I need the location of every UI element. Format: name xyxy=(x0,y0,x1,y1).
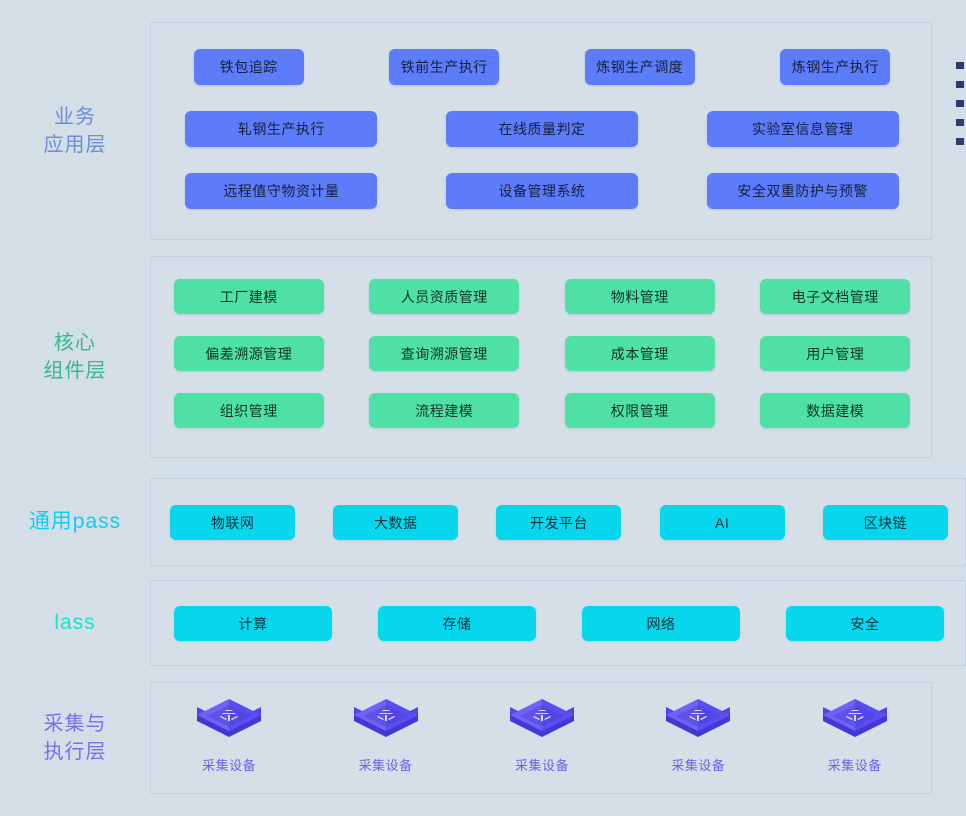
core-button-org-management[interactable]: 组织管理 xyxy=(173,393,324,428)
layer-acquisition-execution: 采集与 执行层 xyxy=(0,682,966,794)
device-label: 采集设备 xyxy=(827,758,882,773)
acquisition-device-row: 采集设备 xyxy=(151,695,933,774)
layer-business-application: 业务 应用层 铁包追踪 铁前生产执行 炼钢生产调度 炼钢生产执行 轧钢生产执行 … xyxy=(0,22,966,240)
core-button-data-modeling[interactable]: 数据建模 xyxy=(760,393,911,428)
core-button-process-modeling[interactable]: 流程建模 xyxy=(369,393,520,428)
core-button-cost-management[interactable]: 成本管理 xyxy=(564,336,715,371)
edge-marker-dot xyxy=(956,81,964,88)
edge-marker-dot xyxy=(956,100,964,107)
collection-device-icon xyxy=(353,699,418,737)
collection-device-icon xyxy=(822,699,887,737)
device-label: 采集设备 xyxy=(671,758,726,773)
device-label: 采集设备 xyxy=(358,758,413,773)
core-button-deviation-tracing[interactable]: 偏差溯源管理 xyxy=(173,336,324,371)
core-button-edoc-management[interactable]: 电子文档管理 xyxy=(760,279,911,314)
core-button-user-management[interactable]: 用户管理 xyxy=(760,336,911,371)
app-button-tiebao-tracking[interactable]: 铁包追踪 xyxy=(193,49,304,85)
edge-marker-dot xyxy=(956,138,964,145)
iaas-button-storage[interactable]: 存储 xyxy=(378,606,536,641)
layer-label-iaas: lass xyxy=(54,611,96,634)
paas-button-blockchain[interactable]: 区块链 xyxy=(822,505,948,540)
device-item[interactable]: 采集设备 xyxy=(487,695,597,774)
paas-button-iot[interactable]: 物联网 xyxy=(170,505,296,540)
app-button-equipment-management[interactable]: 设备管理系统 xyxy=(445,173,638,209)
layer-label-business: 业务 应用层 xyxy=(43,106,107,156)
app-button-safety-dual-prevention[interactable]: 安全双重防护与预警 xyxy=(706,173,899,209)
business-row-3: 远程值守物资计量 设备管理系统 安全双重防护与预警 xyxy=(151,173,933,209)
paas-button-ai[interactable]: AI xyxy=(659,505,785,540)
business-row-2: 轧钢生产执行 在线质量判定 实验室信息管理 xyxy=(151,111,933,147)
collection-device-icon xyxy=(509,699,574,737)
core-button-material-management[interactable]: 物料管理 xyxy=(564,279,715,314)
layer-label-core: 核心 组件层 xyxy=(43,332,107,382)
panel-general-paas: 物联网 大数据 开发平台 AI 区块链 xyxy=(150,478,966,566)
device-item[interactable]: 采集设备 xyxy=(331,695,441,774)
layer-general-paas: 通用pass 物联网 大数据 开发平台 AI 区块链 xyxy=(0,478,966,566)
paas-row-1: 物联网 大数据 开发平台 AI 区块链 xyxy=(151,505,966,540)
iaas-button-security[interactable]: 安全 xyxy=(786,606,944,641)
app-button-lab-information[interactable]: 实验室信息管理 xyxy=(706,111,899,147)
core-button-query-tracing[interactable]: 查询溯源管理 xyxy=(369,336,520,371)
collection-device-icon xyxy=(666,699,731,737)
device-label: 采集设备 xyxy=(202,758,257,773)
paas-button-big-data[interactable]: 大数据 xyxy=(333,505,459,540)
panel-iaas: 计算 存储 网络 安全 xyxy=(150,580,966,666)
app-button-rolling-execution[interactable]: 轧钢生产执行 xyxy=(185,111,378,147)
device-item[interactable]: 采集设备 xyxy=(174,695,284,774)
core-row-3: 组织管理 流程建模 权限管理 数据建模 xyxy=(151,393,933,428)
business-row-1: 铁包追踪 铁前生产执行 炼钢生产调度 炼钢生产执行 xyxy=(151,49,933,85)
app-button-steelmaking-schedule[interactable]: 炼钢生产调度 xyxy=(584,49,695,85)
core-button-personnel-qualification[interactable]: 人员资质管理 xyxy=(369,279,520,314)
layer-label-paas: 通用pass xyxy=(28,510,122,533)
app-button-remote-metering[interactable]: 远程值守物资计量 xyxy=(185,173,378,209)
layer-label-acquisition: 采集与 执行层 xyxy=(43,713,107,763)
app-button-online-quality[interactable]: 在线质量判定 xyxy=(445,111,638,147)
collection-device-icon xyxy=(197,699,262,737)
iaas-button-network[interactable]: 网络 xyxy=(582,606,740,641)
app-button-steelmaking-execution[interactable]: 炼钢生产执行 xyxy=(780,49,891,85)
device-item[interactable]: 采集设备 xyxy=(643,695,753,774)
layer-iaas: lass 计算 存储 网络 安全 xyxy=(0,580,966,666)
panel-business-application: 铁包追踪 铁前生产执行 炼钢生产调度 炼钢生产执行 轧钢生产执行 在线质量判定 … xyxy=(150,22,932,240)
device-item[interactable]: 采集设备 xyxy=(800,695,910,774)
app-button-ironmaking-execution[interactable]: 铁前生产执行 xyxy=(389,49,500,85)
core-button-permission-management[interactable]: 权限管理 xyxy=(564,393,715,428)
iaas-row-1: 计算 存储 网络 安全 xyxy=(151,606,966,641)
layer-core-components: 核心 组件层 工厂建模 人员资质管理 物料管理 电子文档管理 偏差溯源管理 查询… xyxy=(0,256,966,458)
core-row-1: 工厂建模 人员资质管理 物料管理 电子文档管理 xyxy=(151,279,933,314)
device-label: 采集设备 xyxy=(514,758,569,773)
edge-marker-dot xyxy=(956,62,964,69)
core-button-factory-modeling[interactable]: 工厂建模 xyxy=(173,279,324,314)
iaas-button-compute[interactable]: 计算 xyxy=(174,606,332,641)
paas-button-dev-platform[interactable]: 开发平台 xyxy=(496,505,622,540)
edge-marker-dot xyxy=(956,119,964,126)
panel-acquisition-execution: 采集设备 xyxy=(150,682,932,794)
core-row-2: 偏差溯源管理 查询溯源管理 成本管理 用户管理 xyxy=(151,336,933,371)
edge-marker-list xyxy=(956,62,966,145)
panel-core-components: 工厂建模 人员资质管理 物料管理 电子文档管理 偏差溯源管理 查询溯源管理 成本… xyxy=(150,256,932,458)
